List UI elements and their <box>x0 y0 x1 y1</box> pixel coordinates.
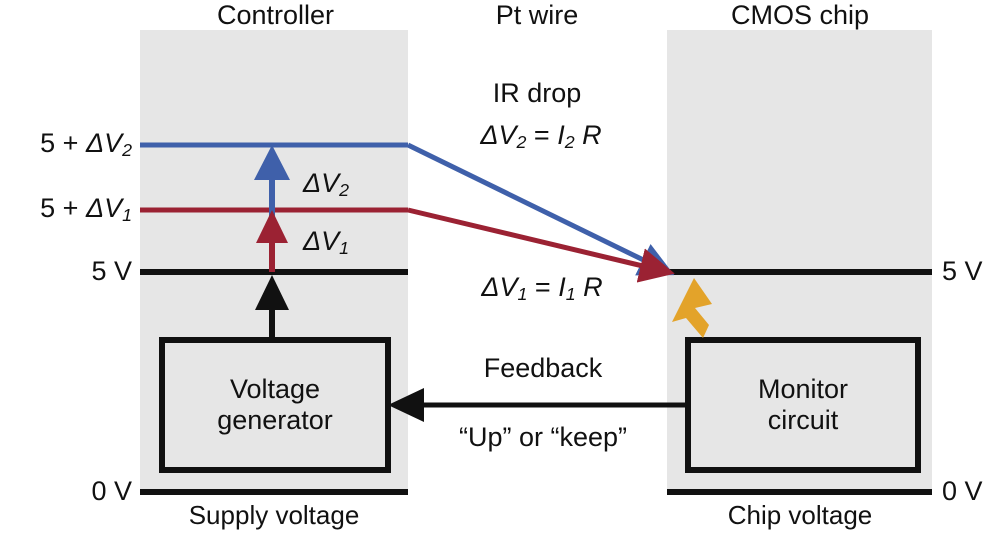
delta-v2-symbol: ΔV <box>303 168 340 198</box>
header-controller: Controller <box>216 0 335 30</box>
ir-drop-arrow-red <box>407 207 675 283</box>
voltage-generator-line1: Voltage <box>229 373 321 404</box>
dv2-rhs-symbol: I <box>557 120 565 150</box>
header-cmos-chip: CMOS chip <box>730 0 870 30</box>
dv1-lhs-sub: 1 <box>517 283 528 304</box>
feedback-label: Feedback <box>483 353 603 383</box>
dv1-rhs-sub: 1 <box>565 283 576 304</box>
dv2-rhs-sub: 2 <box>564 131 575 152</box>
delta-v2-subscript: 2 <box>339 179 350 200</box>
header-pt-wire: Pt wire <box>495 0 579 30</box>
ir-drop-title: IR drop <box>492 78 582 108</box>
axis-label-subscript: 2 <box>122 139 132 160</box>
axis-label-symbol: ΔV <box>85 128 123 158</box>
axis-label-prefix: 5 + <box>40 128 86 158</box>
delta-v1-up-arrow <box>256 210 288 272</box>
voltage-generator-label: Voltage generator <box>162 340 388 470</box>
delta-v1-symbol: ΔV <box>303 226 340 256</box>
axis-label-symbol: ΔV <box>85 193 123 223</box>
footer-label-supply-voltage: Supply voltage <box>188 500 360 530</box>
axis-label-5v-right: 5 V <box>942 256 983 286</box>
voltage-generator-line2: generator <box>217 405 333 435</box>
dv2-lhs-symbol: ΔV <box>480 120 517 150</box>
delta-v1-label: ΔV1 <box>303 226 349 259</box>
monitor-circuit-line1: Monitor <box>757 373 849 404</box>
mouse-cursor-icon <box>672 278 712 338</box>
axis-label-5v-left: 5 V <box>91 256 132 286</box>
axis-label-0v-right: 0 V <box>942 476 983 506</box>
dv1-equals: = <box>527 272 559 302</box>
feedback-arrow <box>388 388 688 422</box>
axis-label-prefix: 5 + <box>40 193 86 223</box>
generator-output-arrow <box>255 275 289 340</box>
dv2-rhs-tail: R <box>574 120 602 150</box>
axis-label-5-plus-dv2: 5 + ΔV2 <box>0 128 132 161</box>
dv1-equation: ΔV1 = I1 R <box>442 272 642 305</box>
dv1-rhs-symbol: I <box>558 272 566 302</box>
delta-v1-subscript: 1 <box>339 237 350 258</box>
monitor-circuit-label: Monitor circuit <box>688 340 918 470</box>
footer-label-chip-voltage: Chip voltage <box>727 500 873 530</box>
axis-label-5-plus-dv1: 5 + ΔV1 <box>0 193 132 226</box>
dv1-rhs-tail: R <box>575 272 603 302</box>
monitor-circuit-line2: circuit <box>767 405 839 435</box>
monitor-circuit-box[interactable] <box>685 337 921 473</box>
ir-drop-arrow-blue <box>406 142 675 276</box>
delta-v2-label: ΔV2 <box>303 168 349 201</box>
axis-label-0v-left: 0 V <box>91 476 132 506</box>
dv2-equals: = <box>526 120 558 150</box>
dv1-lhs-symbol: ΔV <box>481 272 518 302</box>
axis-label-subscript: 1 <box>122 204 132 225</box>
feedback-message-label: “Up” or “keep” <box>458 422 628 452</box>
voltage-generator-box[interactable] <box>159 337 391 473</box>
dv2-lhs-sub: 2 <box>516 131 527 152</box>
dv2-equation: ΔV2 = I2 R <box>452 120 630 153</box>
